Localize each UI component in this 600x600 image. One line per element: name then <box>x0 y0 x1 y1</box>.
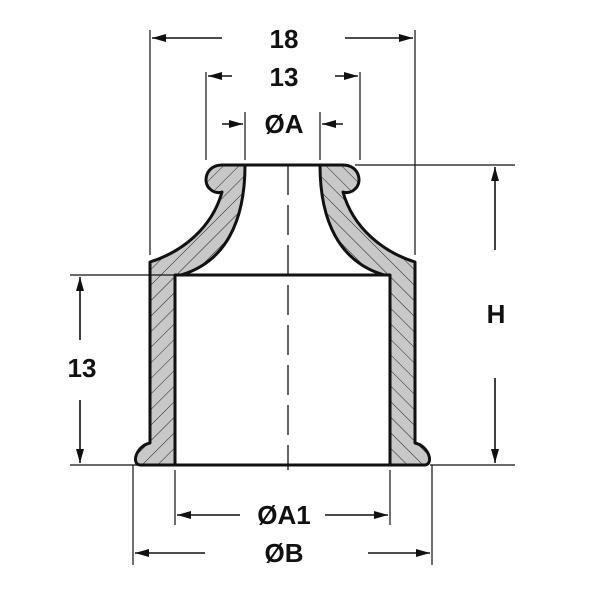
dim-label-base-diameter: ØB <box>265 538 304 568</box>
part-section <box>134 163 431 470</box>
dim-label-cavity-diameter: ØA1 <box>257 500 310 530</box>
section-right <box>318 163 431 467</box>
dim-label-cavity-height: 13 <box>68 353 97 383</box>
extension-lines <box>70 30 515 565</box>
dim-label-height: H <box>487 299 506 329</box>
dimension-arrows <box>76 34 499 557</box>
dim-label-top-width: 13 <box>270 62 299 92</box>
dim-label-overall-top-width: 18 <box>270 24 299 54</box>
dim-label-top-inner-diameter: ØA <box>265 109 304 139</box>
section-left <box>134 163 247 467</box>
